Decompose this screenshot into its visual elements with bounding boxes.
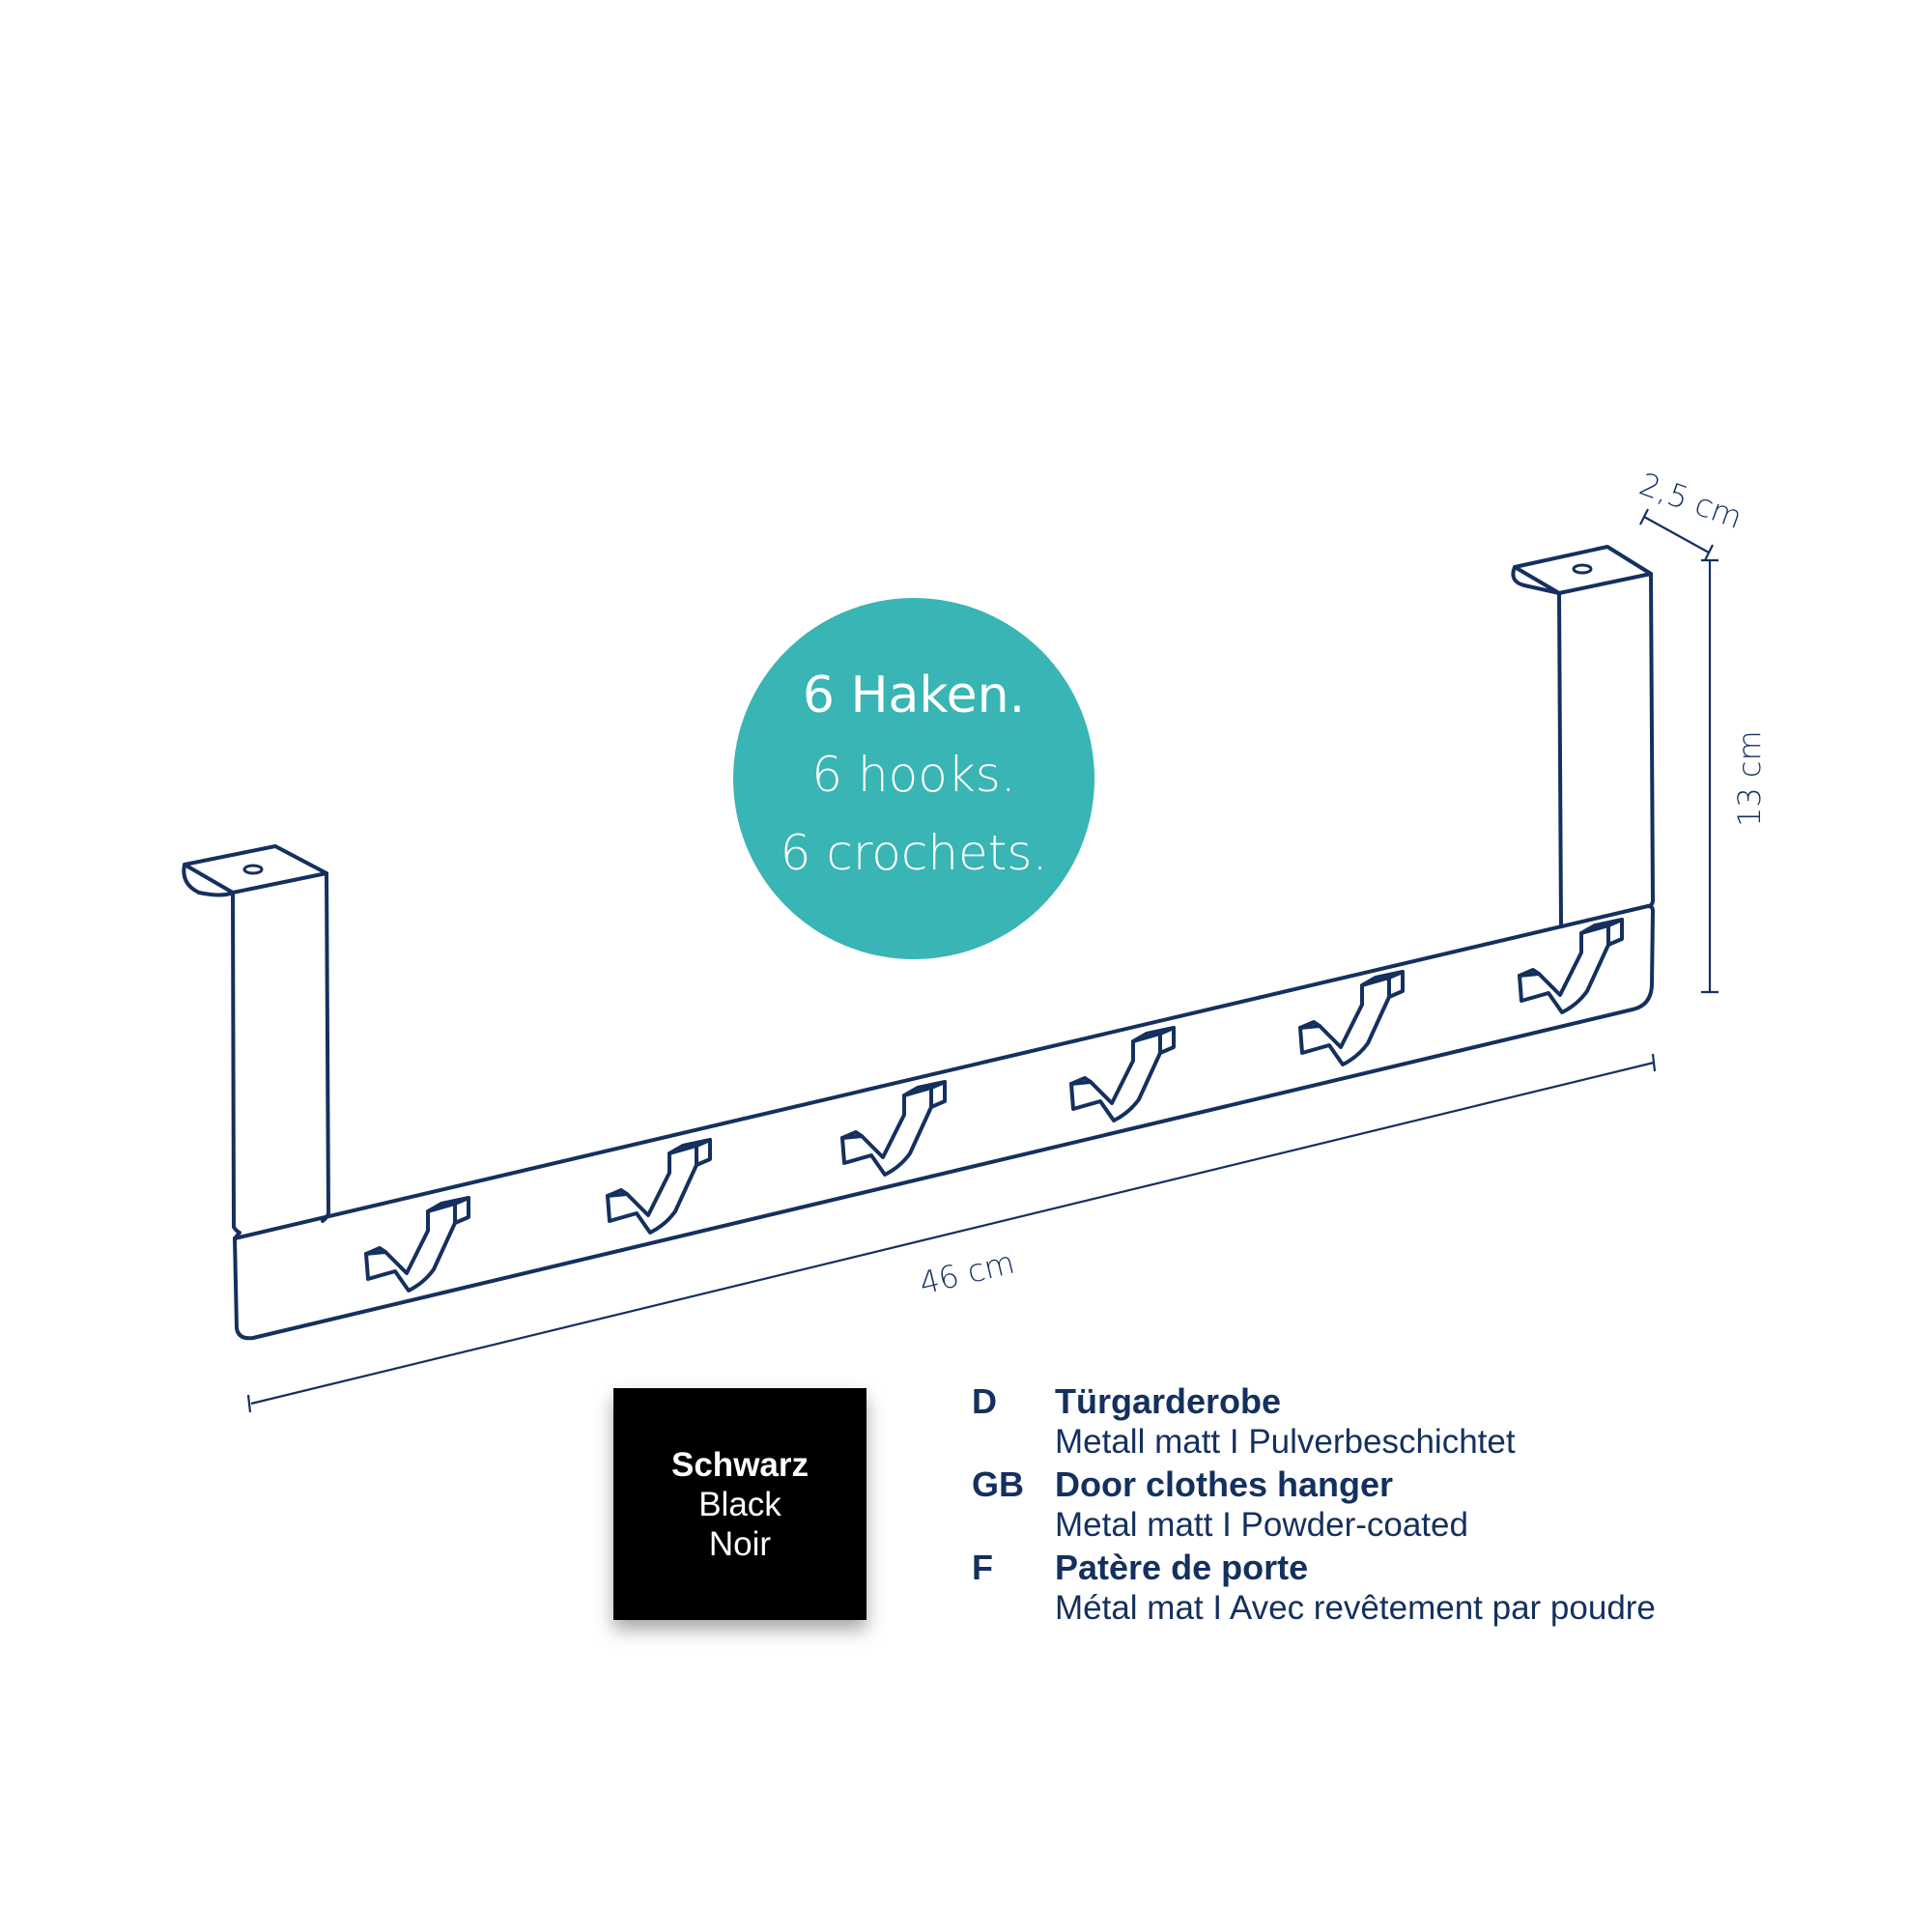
depth-dimension: 2,5 cm — [1634, 466, 1747, 561]
hooks — [364, 918, 1624, 1293]
hook — [840, 1080, 947, 1177]
product-name: Patère de porte — [1055, 1548, 1309, 1587]
hooks-badge — [733, 598, 1094, 959]
language-code: F — [972, 1548, 993, 1587]
hook — [1298, 970, 1405, 1066]
description-row-gb: GB Door clothes hanger Metal matt I Powd… — [972, 1464, 1656, 1548]
height-dimension: 13 cm — [1701, 558, 1768, 994]
right-bracket — [1511, 545, 1655, 927]
width-label: 46 cm — [916, 1244, 1018, 1302]
hook — [1518, 918, 1624, 1014]
swatch-label-fr: Noir — [708, 1524, 772, 1563]
color-swatch: Schwarz Black Noir — [613, 1388, 867, 1620]
height-label: 13 cm — [1731, 730, 1768, 827]
left-bracket — [182, 844, 330, 1240]
hook — [606, 1138, 712, 1235]
swatch-label-en: Black — [698, 1485, 781, 1523]
badge-line-2: 6 hooks. — [811, 747, 1015, 803]
product-detail: Metall matt I Pulverbeschichtet — [1055, 1423, 1516, 1461]
product-descriptions: D Türgarderobe Metall matt I Pulverbesch… — [972, 1381, 1656, 1631]
product-name: Türgarderobe — [1055, 1381, 1282, 1421]
language-code: GB — [972, 1464, 1024, 1504]
product-detail: Metal matt I Powder-coated — [1055, 1506, 1468, 1544]
hook — [364, 1196, 470, 1293]
main-bar — [233, 904, 1655, 1341]
swatch-label-de: Schwarz — [671, 1445, 809, 1484]
badge-line-3: 6 crochets. — [781, 825, 1048, 881]
depth-label: 2,5 cm — [1634, 466, 1747, 536]
hook — [1069, 1026, 1176, 1122]
width-dimension: 46 cm — [246, 1053, 1657, 1413]
product-name: Door clothes hanger — [1055, 1464, 1394, 1504]
badge-line-1: 6 Haken. — [803, 667, 1025, 724]
description-row-f: F Patère de porte Métal mat I Avec revêt… — [972, 1548, 1656, 1631]
description-row-de: D Türgarderobe Metall matt I Pulverbesch… — [972, 1381, 1656, 1464]
product-detail: Métal mat I Avec revêtement par poudre — [1055, 1589, 1656, 1627]
language-code: D — [972, 1381, 997, 1421]
